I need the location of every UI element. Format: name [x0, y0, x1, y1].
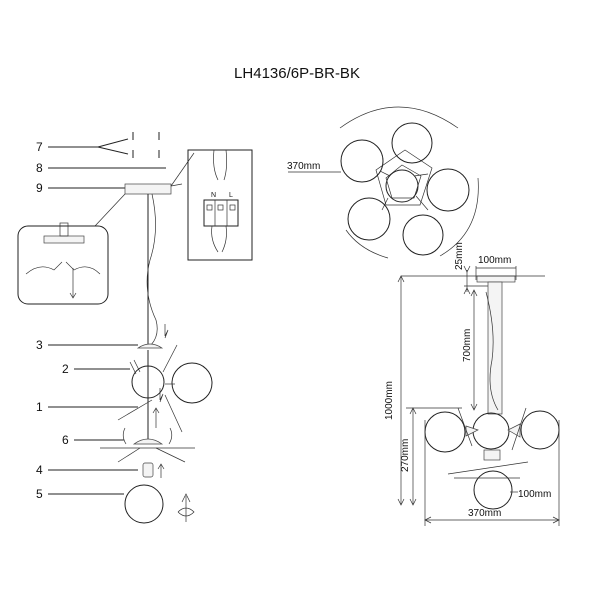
dim-globe-diameter: 100mm — [518, 489, 551, 500]
dim-rod-length: 700mm — [462, 329, 473, 362]
top-globe — [347, 197, 391, 241]
globe-shade — [131, 365, 165, 399]
callout-1: 1 — [36, 400, 43, 414]
terminal-block — [203, 199, 239, 227]
terminal-l: L — [229, 192, 233, 199]
dim-top-diameter: 370mm — [287, 161, 320, 172]
callout-6: 6 — [62, 433, 69, 447]
terminal-n: N — [211, 192, 216, 199]
callout-5: 5 — [36, 487, 43, 501]
bulb-lamp — [142, 462, 154, 478]
callout-4: 4 — [36, 463, 43, 477]
canopy — [124, 183, 172, 195]
installation-detail — [17, 225, 109, 305]
callout-9: 9 — [36, 181, 43, 195]
side-canopy — [476, 275, 516, 283]
cable-cover — [136, 343, 164, 349]
callout-3: 3 — [36, 338, 43, 352]
callout-2: 2 — [62, 362, 69, 376]
terminal-detail — [187, 149, 253, 261]
callout-8: 8 — [36, 161, 43, 175]
callout-7: 7 — [36, 140, 43, 154]
assembly-drawing: 7 8 9 N L — [17, 132, 253, 524]
side-globe — [472, 412, 510, 450]
side-arm — [507, 423, 521, 438]
dim-canopy-height: 25mm — [454, 242, 465, 270]
dim-bottom-width: 370mm — [468, 508, 501, 519]
top-view: 370mm — [287, 106, 479, 259]
power-wire — [146, 193, 158, 346]
bottom-base — [132, 438, 164, 445]
top-globe-center — [385, 169, 419, 203]
side-view: 25mm 100mm 700mm 1000mm 270mm — [384, 242, 560, 526]
top-globe — [402, 214, 444, 256]
side-globe-bottom — [473, 470, 513, 510]
top-globe — [340, 139, 384, 183]
side-arm — [465, 425, 479, 437]
side-base — [483, 449, 501, 461]
side-rod — [487, 281, 503, 415]
glass-globe — [124, 484, 164, 524]
dim-canopy-width: 100mm — [478, 255, 511, 266]
rotate-arrow — [177, 493, 195, 522]
top-globe — [426, 168, 470, 212]
side-wire — [485, 291, 499, 411]
globe-shade — [171, 362, 213, 404]
dim-body-height: 270mm — [400, 439, 411, 472]
dim-total-height: 1000mm — [384, 381, 395, 420]
side-globe — [520, 410, 560, 450]
model-title: LH4136/6P-BR-BK — [234, 65, 360, 82]
top-globe — [391, 122, 433, 164]
side-globe — [424, 411, 466, 453]
